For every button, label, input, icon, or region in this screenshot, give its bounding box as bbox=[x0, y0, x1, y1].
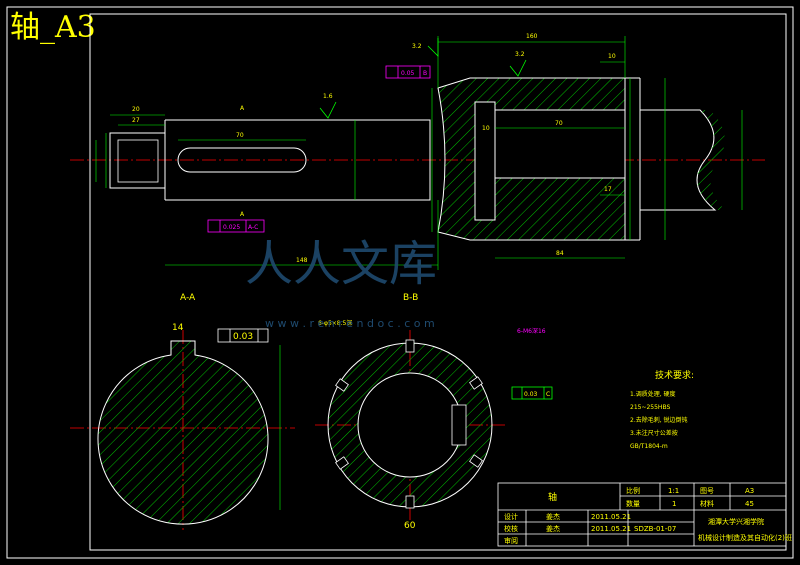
section-label-bb: B-B bbox=[403, 293, 418, 303]
dim-60: 60 bbox=[404, 521, 416, 531]
dim-3-2b: 3.2 bbox=[515, 51, 525, 58]
tb-school-2: 机械设计制造及其自动化(2)班 bbox=[698, 533, 792, 542]
tb-review-label: 审阅 bbox=[504, 536, 518, 545]
dimension-lines bbox=[95, 36, 743, 510]
tol-ref-c: C bbox=[546, 391, 550, 398]
tb-designer: 姜杰 bbox=[546, 512, 560, 521]
roughness-symbols bbox=[319, 38, 527, 119]
tb-qty-value: 1 bbox=[672, 500, 676, 508]
dim-148: 148 bbox=[296, 257, 308, 264]
flange-groove bbox=[474, 101, 496, 221]
tb-qty-label: 数量 bbox=[626, 499, 640, 508]
tech-req-2: 215~255HBS bbox=[630, 404, 670, 411]
section-label-aa: A-A bbox=[180, 293, 196, 303]
tech-req-1: 1.调质处理, 硬度 bbox=[630, 390, 676, 398]
tol-value-a: 0.05 bbox=[401, 70, 415, 77]
section-bb-inner bbox=[357, 372, 463, 478]
note-thread: 6-M6深16 bbox=[517, 327, 546, 335]
tb-part-name: 轴 bbox=[548, 491, 557, 503]
break-hatch bbox=[697, 110, 725, 210]
tol-value-b: 0.025 bbox=[223, 224, 240, 231]
tb-sheet-value: A3 bbox=[745, 487, 754, 495]
tb-design-label: 设计 bbox=[504, 512, 518, 521]
dim-10a: 10 bbox=[608, 53, 616, 60]
note-holes: 6-φ5×8.5深 bbox=[318, 319, 352, 327]
section-mark-a-bottom: A bbox=[240, 211, 245, 218]
dim-1-6: 1.6 bbox=[323, 93, 333, 100]
dim-14: 14 bbox=[172, 323, 184, 333]
section-mark-a-top: A bbox=[240, 105, 245, 112]
tb-scale-value: 1:1 bbox=[668, 487, 679, 495]
dim-10b: 10 bbox=[482, 125, 490, 132]
tolerance-frames bbox=[207, 65, 431, 233]
tol-value-c: 0.03 bbox=[233, 332, 253, 342]
tol-value-d: 0.03 bbox=[524, 391, 538, 398]
watermark-url: w w w . r e n r e n d o c . c o m bbox=[265, 317, 435, 330]
tb-sheet-label: 图号 bbox=[700, 487, 714, 495]
dim-70a: 70 bbox=[236, 132, 244, 139]
title-block-grid bbox=[497, 482, 787, 547]
tol-ref-ac: A-C bbox=[248, 224, 258, 231]
tech-req-heading: 技术要求: bbox=[655, 369, 694, 381]
dim-70b: 70 bbox=[555, 120, 563, 127]
dim-20: 20 bbox=[132, 106, 140, 113]
keyway-slot bbox=[177, 147, 307, 173]
dim-27: 27 bbox=[132, 117, 140, 124]
tb-check-label: 校核 bbox=[504, 524, 518, 533]
tolerance-frames-white bbox=[217, 328, 269, 343]
tech-req-4: 3.未注尺寸公差按 bbox=[630, 429, 678, 437]
tb-checker: 姜杰 bbox=[546, 524, 560, 533]
tb-date1: 2011.05.21 bbox=[591, 513, 631, 521]
tb-material-value: 45 bbox=[745, 500, 754, 508]
tol-ref-b: B bbox=[423, 70, 427, 77]
flange-bore bbox=[494, 109, 626, 179]
tb-drawing-no: SDZB-01-07 bbox=[634, 525, 676, 533]
tech-req-3: 2.去除毛刺, 锐边倒钝 bbox=[630, 416, 688, 424]
dim-84: 84 bbox=[556, 250, 564, 257]
tech-req-5: GB/T1804-m bbox=[630, 443, 668, 450]
section-aa-disk bbox=[97, 340, 269, 525]
tb-scale-label: 比例 bbox=[626, 486, 640, 495]
tb-material-label: 材料 bbox=[700, 499, 714, 508]
section-bb-keyway bbox=[451, 404, 467, 446]
tolerance-frames-green bbox=[511, 386, 553, 400]
dim-160: 160 bbox=[526, 33, 538, 40]
drawing-title: 轴_A3 bbox=[10, 10, 96, 45]
inner-frame bbox=[89, 13, 787, 551]
outer-frame bbox=[6, 6, 794, 559]
tb-date2: 2011.05.21 bbox=[591, 525, 631, 533]
shaft-main-body bbox=[165, 119, 431, 201]
watermark-text: 人人文库 bbox=[245, 236, 437, 292]
dim-3-2: 3.2 bbox=[412, 43, 422, 50]
shaft-end-flat bbox=[117, 139, 159, 183]
dim-17: 17 bbox=[604, 186, 612, 193]
section-bb-holes bbox=[335, 339, 483, 509]
tb-school-1: 湘潭大学兴湘学院 bbox=[708, 517, 764, 526]
